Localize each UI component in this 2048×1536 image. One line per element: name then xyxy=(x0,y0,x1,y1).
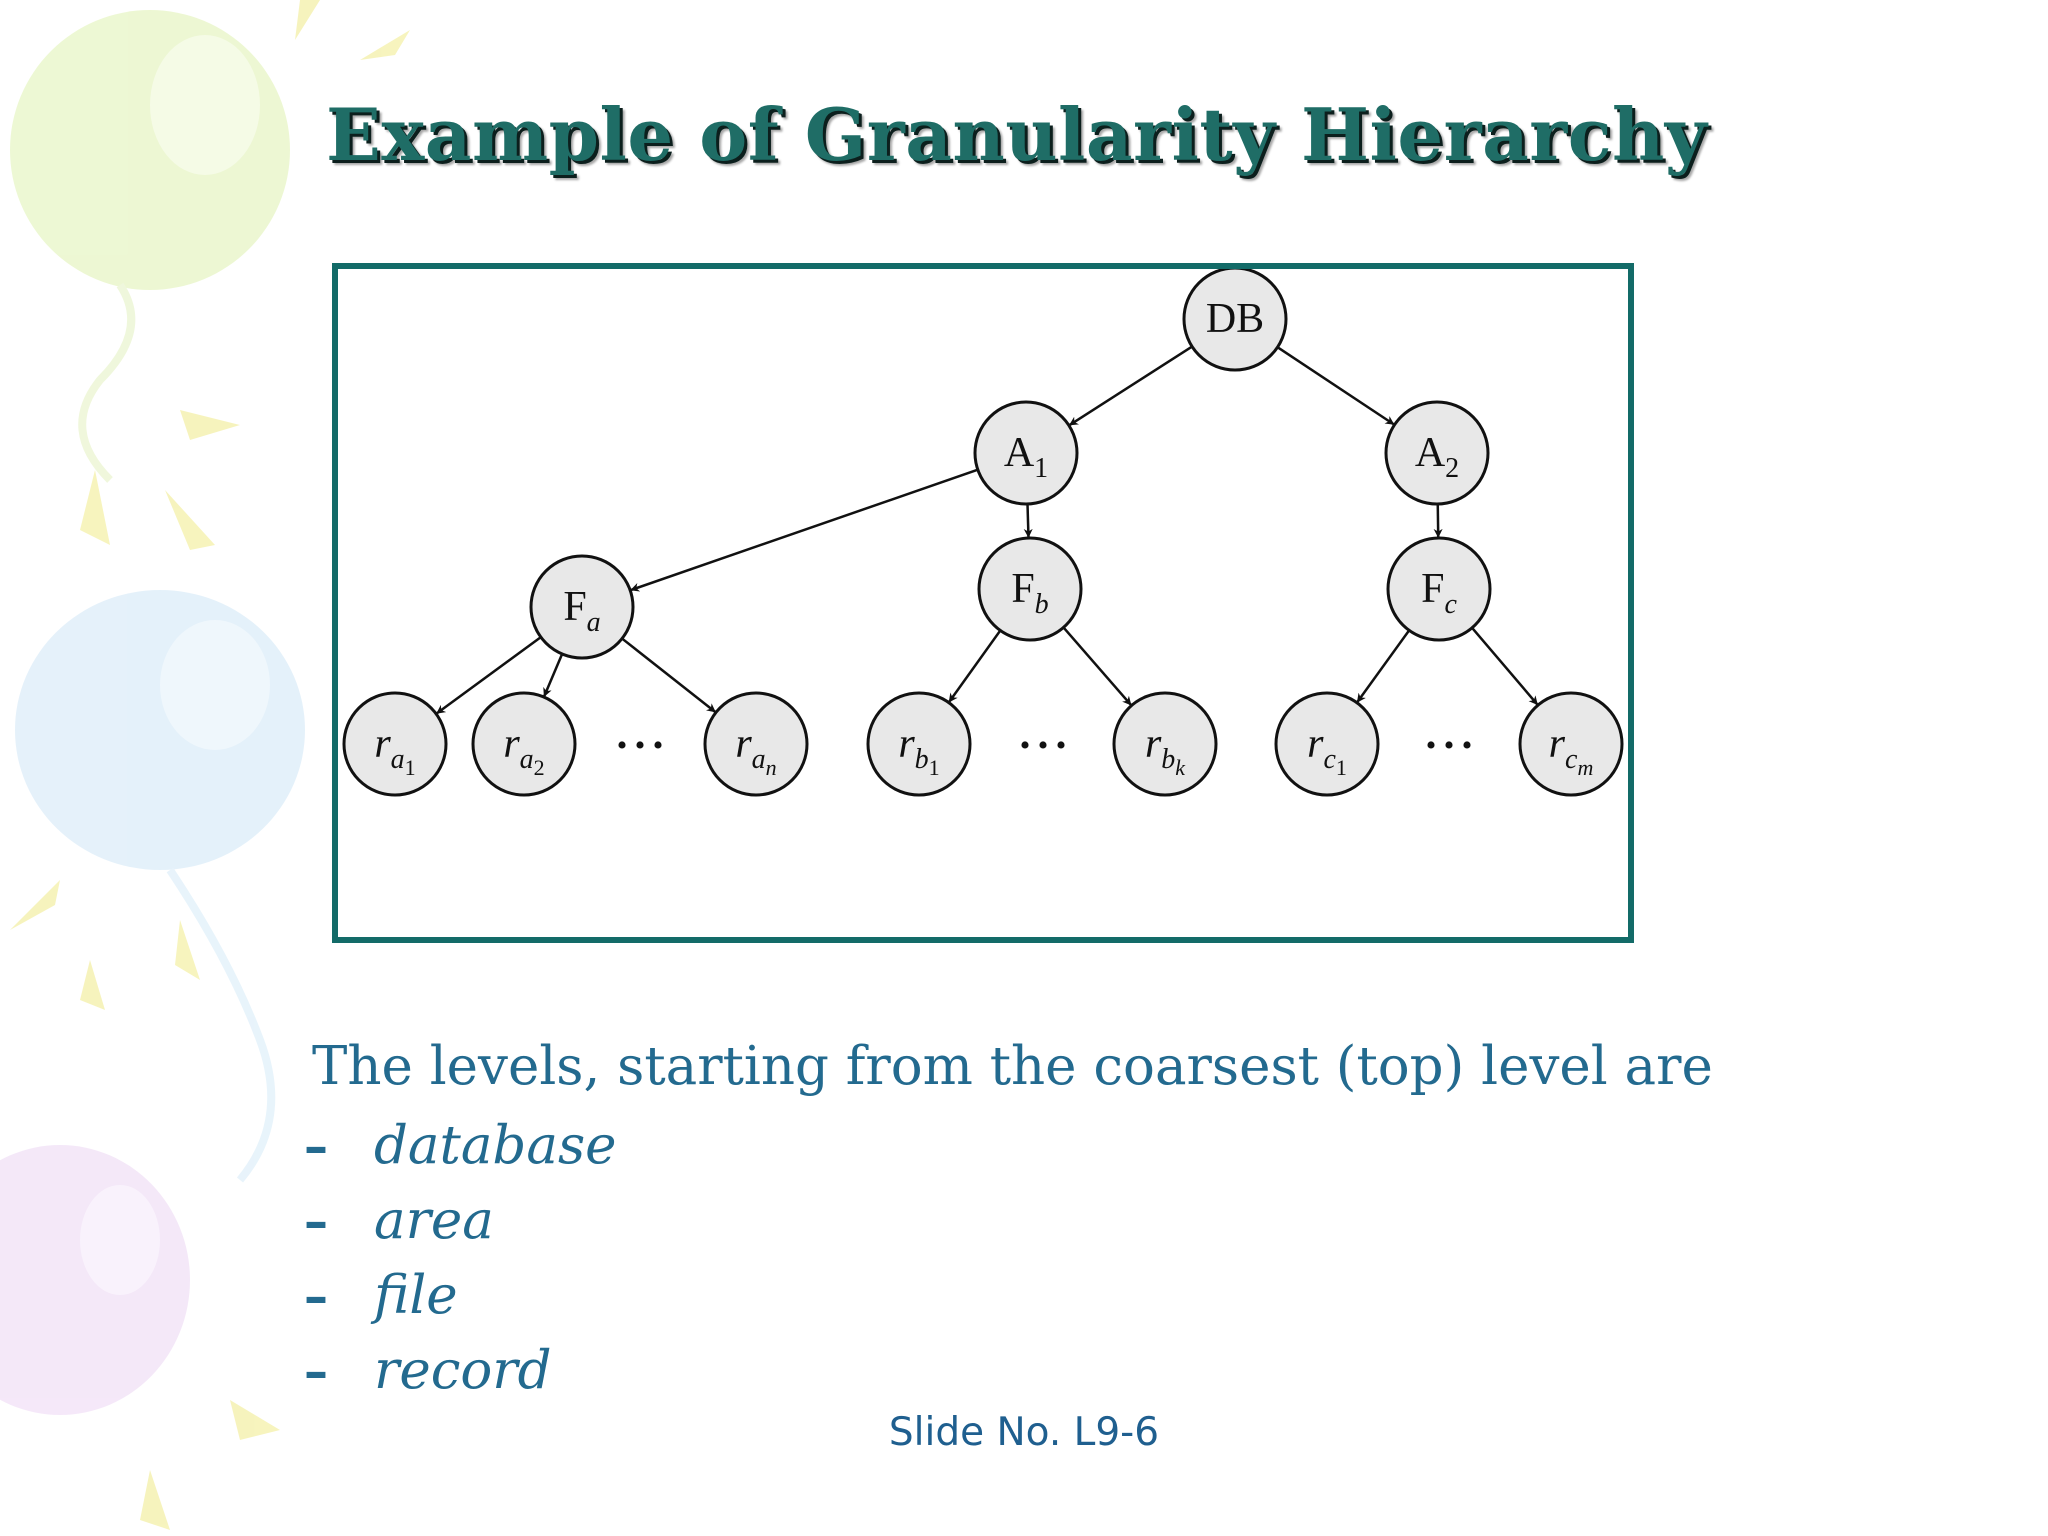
levels-list: –database –area –file –record xyxy=(304,1108,617,1408)
node-Fc: Fc xyxy=(1386,536,1492,642)
node-label: rc1 xyxy=(1307,721,1347,780)
node-ra2: ra2 xyxy=(471,691,577,797)
bullet-dash: – xyxy=(304,1269,328,1325)
edge-Fa-ran xyxy=(621,637,716,713)
node-circle xyxy=(1386,536,1492,642)
level-item-record: –record xyxy=(304,1333,617,1408)
slide-number: Slide No. L9-6 xyxy=(888,1410,1160,1455)
node-label: ra1 xyxy=(374,721,415,780)
node-circle xyxy=(1518,691,1624,797)
level-item-area: –area xyxy=(304,1183,617,1258)
node-circle xyxy=(977,536,1083,642)
edge-Fb-rbk xyxy=(1062,626,1132,706)
node-rb1: rb1 xyxy=(866,691,972,797)
node-circle xyxy=(1182,269,1288,372)
node-label: Fc xyxy=(1421,566,1457,620)
node-circle xyxy=(1274,691,1380,797)
edge-A1-Fa xyxy=(630,468,979,592)
node-circle xyxy=(1384,400,1490,506)
node-label: rbk xyxy=(1145,721,1186,780)
node-A1: A1 xyxy=(973,400,1079,506)
edge-DB-A2 xyxy=(1276,346,1395,426)
node-label: DB xyxy=(1206,296,1264,342)
node-A2: A2 xyxy=(1384,400,1490,506)
node-Fb: Fb xyxy=(977,536,1083,642)
bullet-dash: – xyxy=(304,1194,328,1250)
edge-Fa-ra2 xyxy=(543,653,564,697)
node-circle xyxy=(342,691,448,797)
level-term: area xyxy=(374,1190,494,1251)
balloon-blue xyxy=(15,590,305,870)
ellipsis-3: • • • xyxy=(1426,729,1473,762)
node-rc1: rc1 xyxy=(1274,691,1380,797)
node-circle xyxy=(973,400,1079,506)
edge-Fa-ra1 xyxy=(436,636,542,715)
node-circle xyxy=(1112,691,1218,797)
node-rbk: rbk xyxy=(1112,691,1218,797)
edge-Fc-rcm xyxy=(1471,627,1539,706)
bullet-dash: – xyxy=(304,1344,328,1400)
bullet-dash: – xyxy=(304,1119,328,1175)
node-label: Fb xyxy=(1011,566,1048,620)
node-label: ran xyxy=(735,721,776,780)
ellipsis-2: • • • xyxy=(1020,729,1067,762)
node-label: rb1 xyxy=(898,721,939,780)
level-term: record xyxy=(374,1340,552,1401)
level-item-database: –database xyxy=(304,1108,617,1183)
balloon-green xyxy=(10,10,290,290)
slide-title: Example of Granularity Hierarchy xyxy=(326,92,1708,177)
edge-DB-A1 xyxy=(1069,345,1193,426)
level-item-file: –file xyxy=(304,1258,617,1333)
node-label: Fa xyxy=(563,584,600,638)
node-label: A1 xyxy=(1004,430,1048,484)
edges-layer xyxy=(436,345,1539,715)
edge-Fc-rc1 xyxy=(1356,629,1411,703)
node-label: A2 xyxy=(1415,430,1459,484)
node-ran: ran xyxy=(703,691,809,797)
edge-Fb-rb1 xyxy=(948,629,1002,703)
node-Fa: Fa xyxy=(529,554,635,660)
level-term: database xyxy=(374,1115,617,1176)
node-ra1: ra1 xyxy=(342,691,448,797)
node-circle xyxy=(471,691,577,797)
ellipsis-1: • • • xyxy=(617,729,664,762)
ellipsis-layer: • • • • • • • • • xyxy=(617,729,1473,762)
node-label: rcm xyxy=(1549,721,1594,780)
node-label: ra2 xyxy=(503,721,544,780)
node-DB: DB xyxy=(1182,269,1288,372)
edge-A1-Fb xyxy=(1023,503,1033,538)
level-term: file xyxy=(374,1265,458,1326)
levels-intro: The levels, starting from the coarsest (… xyxy=(312,1036,1713,1097)
node-circle xyxy=(529,554,635,660)
node-rcm: rcm xyxy=(1518,691,1624,797)
node-circle xyxy=(866,691,972,797)
node-circle xyxy=(703,691,809,797)
